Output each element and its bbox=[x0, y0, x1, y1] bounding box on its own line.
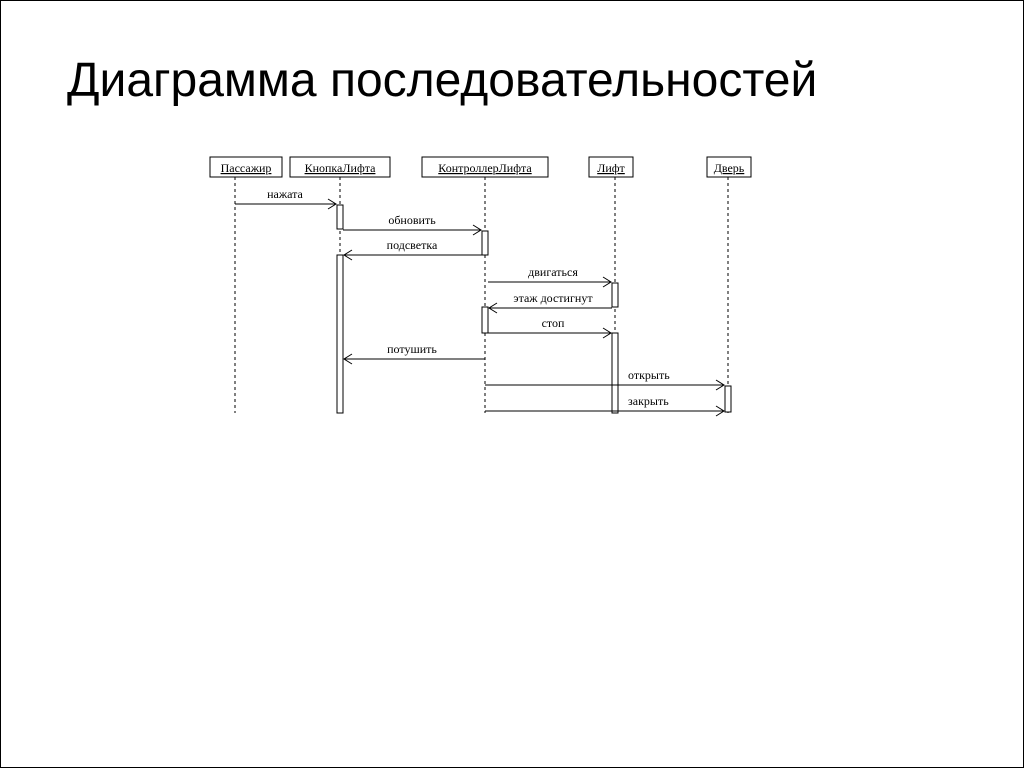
message-label: обновить bbox=[388, 213, 436, 227]
message-label: открыть bbox=[628, 368, 670, 382]
message-close: закрыть bbox=[485, 394, 725, 417]
message-label: нажата bbox=[267, 187, 303, 201]
message-pressed: нажата bbox=[235, 187, 337, 210]
arrowhead-icon bbox=[715, 379, 725, 391]
participant-door: Дверь bbox=[706, 156, 752, 178]
arrowhead-icon bbox=[488, 302, 498, 314]
participant-label: Пассажир bbox=[221, 161, 272, 175]
activation-lift-2 bbox=[611, 332, 619, 414]
message-label: стоп bbox=[542, 316, 565, 330]
participant-label: КонтроллерЛифта bbox=[438, 161, 532, 175]
activation-controller-1 bbox=[481, 230, 489, 256]
arrowhead-icon bbox=[602, 276, 612, 288]
activation-controller-2 bbox=[481, 306, 489, 334]
message-move: двигаться bbox=[488, 265, 612, 288]
message-floor-reached: этаж достигнут bbox=[488, 291, 612, 314]
message-label: закрыть bbox=[628, 394, 669, 408]
slide-title: Диаграмма последовательностей bbox=[67, 54, 818, 107]
participant-label: Дверь bbox=[714, 161, 745, 175]
participant-lift: Лифт bbox=[588, 156, 634, 178]
message-open: открыть bbox=[485, 368, 725, 391]
message-update: обновить bbox=[343, 213, 482, 236]
message-stop: стоп bbox=[488, 316, 612, 339]
arrowhead-icon bbox=[602, 327, 612, 339]
message-label: этаж достигнут bbox=[513, 291, 593, 305]
message-turn-off: потушить bbox=[343, 342, 485, 365]
activation-button-1 bbox=[336, 204, 344, 230]
participant-label: Лифт bbox=[597, 161, 625, 175]
activation-door bbox=[724, 385, 732, 413]
arrowhead-icon bbox=[715, 405, 725, 417]
message-highlight: подсветка bbox=[343, 238, 482, 261]
message-label: потушить bbox=[387, 342, 437, 356]
activation-button-2 bbox=[336, 254, 344, 414]
arrowhead-icon bbox=[343, 249, 353, 261]
participant-label: КнопкаЛифта bbox=[305, 161, 377, 175]
participant-controller: КонтроллерЛифта bbox=[421, 156, 549, 178]
participant-passenger: Пассажир bbox=[209, 156, 283, 178]
arrowhead-icon bbox=[343, 353, 353, 365]
participant-button: КнопкаЛифта bbox=[289, 156, 391, 178]
arrowhead-icon bbox=[327, 198, 337, 210]
arrowhead-icon bbox=[472, 224, 482, 236]
message-label: подсветка bbox=[387, 238, 438, 252]
activation-lift-1 bbox=[611, 282, 619, 308]
message-label: двигаться bbox=[528, 265, 578, 279]
